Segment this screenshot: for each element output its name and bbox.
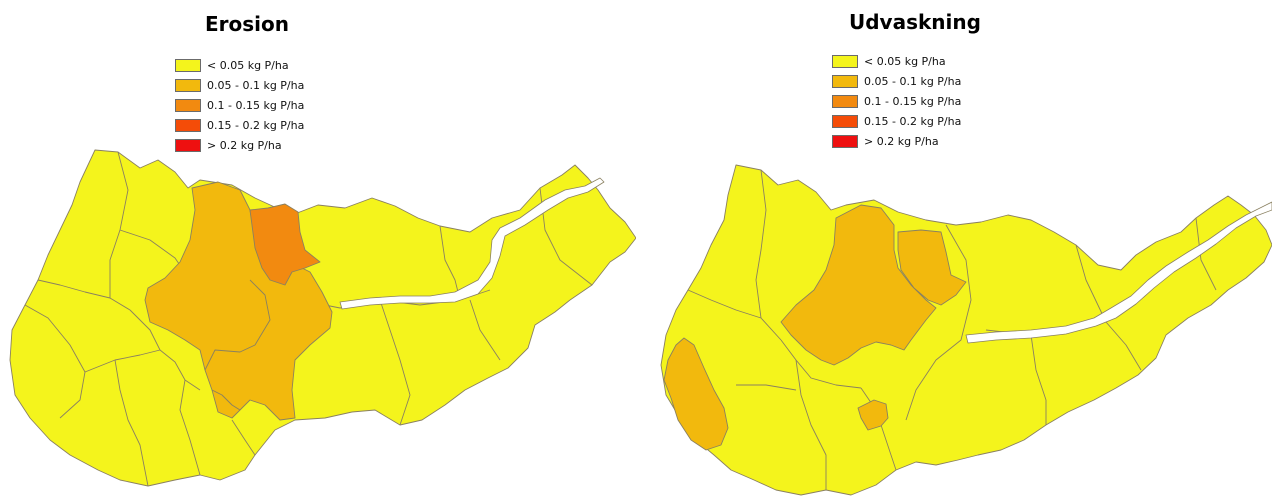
sub-catchment-high [249, 203, 321, 286]
legend-swatch [175, 78, 201, 92]
legend-item: 0.15 - 0.2 kg P/ha [175, 115, 304, 135]
legend-item: < 0.05 kg P/ha [175, 55, 304, 75]
legend-item: 0.05 - 0.1 kg P/ha [832, 71, 961, 91]
map-legend: < 0.05 kg P/ha 0.05 - 0.1 kg P/ha 0.1 - … [175, 55, 304, 155]
legend-item: 0.15 - 0.2 kg P/ha [832, 111, 961, 131]
sub-catchment [736, 384, 797, 391]
legend-swatch [832, 114, 858, 128]
sub-catchment-medium [897, 229, 967, 306]
legend-label: 0.05 - 0.1 kg P/ha [207, 78, 305, 92]
sub-catchment [379, 299, 411, 426]
legend-label: > 0.2 kg P/ha [207, 138, 282, 152]
sub-catchment [469, 299, 501, 361]
legend-item: 0.1 - 0.15 kg P/ha [832, 91, 961, 111]
sub-catchment [1195, 217, 1217, 291]
sub-catchment [755, 169, 767, 319]
sub-catchment [795, 359, 827, 490]
sub-catchment [1075, 244, 1107, 323]
sub-catchment [179, 379, 201, 476]
sub-catchment [905, 224, 972, 421]
map-title: Udvaskning [849, 10, 981, 34]
legend-item: 0.05 - 0.1 kg P/ha [175, 75, 304, 95]
legend-label: 0.15 - 0.2 kg P/ha [864, 114, 962, 128]
legend-swatch [832, 134, 858, 148]
legend-label: < 0.05 kg P/ha [207, 58, 289, 72]
sub-catchment [1105, 321, 1142, 371]
river [339, 177, 605, 310]
map-legend: < 0.05 kg P/ha 0.05 - 0.1 kg P/ha 0.1 - … [832, 51, 961, 151]
erosion-catchment-map [9, 149, 636, 487]
sub-catchment-medium [857, 399, 889, 431]
sub-catchment [687, 289, 782, 341]
sub-catchment [1030, 334, 1047, 425]
legend-label: 0.1 - 0.15 kg P/ha [864, 94, 962, 108]
legend-swatch [832, 74, 858, 88]
legend-label: 0.1 - 0.15 kg P/ha [207, 98, 305, 112]
legend-swatch [832, 94, 858, 108]
legend-item: < 0.05 kg P/ha [832, 51, 961, 71]
sub-catchment [204, 279, 271, 371]
legend-swatch [175, 98, 201, 112]
udvaskning-catchment-map [660, 164, 1272, 496]
udvaskning-map-panel: Udvaskning < 0.05 kg P/ha 0.05 - 0.1 kg … [636, 0, 1272, 501]
sub-catchment-medium [663, 337, 729, 451]
sub-catchment [211, 389, 241, 411]
catchment-base [660, 164, 1272, 496]
erosion-map-panel: Erosion < 0.05 kg P/ha 0.05 - 0.1 kg P/h… [9, 12, 636, 487]
legend-item: > 0.2 kg P/ha [832, 131, 961, 151]
legend-item: > 0.2 kg P/ha [175, 135, 304, 155]
legend-swatch [175, 58, 201, 72]
map-title: Erosion [205, 12, 290, 36]
sub-catchment-medium [780, 204, 937, 366]
sub-catchment [24, 304, 86, 419]
legend-label: 0.15 - 0.2 kg P/ha [207, 118, 305, 132]
sub-catchment [780, 339, 862, 389]
legend-label: 0.05 - 0.1 kg P/ha [864, 74, 962, 88]
legend-item: 0.1 - 0.15 kg P/ha [175, 95, 304, 115]
sub-catchment [231, 419, 256, 456]
legend-swatch [832, 54, 858, 68]
legend-label: < 0.05 kg P/ha [864, 54, 946, 68]
sub-catchment [439, 225, 461, 301]
sub-catchment [114, 359, 149, 487]
legend-label: > 0.2 kg P/ha [864, 134, 939, 148]
legend-swatch [175, 138, 201, 152]
river [965, 201, 1272, 344]
legend-swatch [175, 118, 201, 132]
